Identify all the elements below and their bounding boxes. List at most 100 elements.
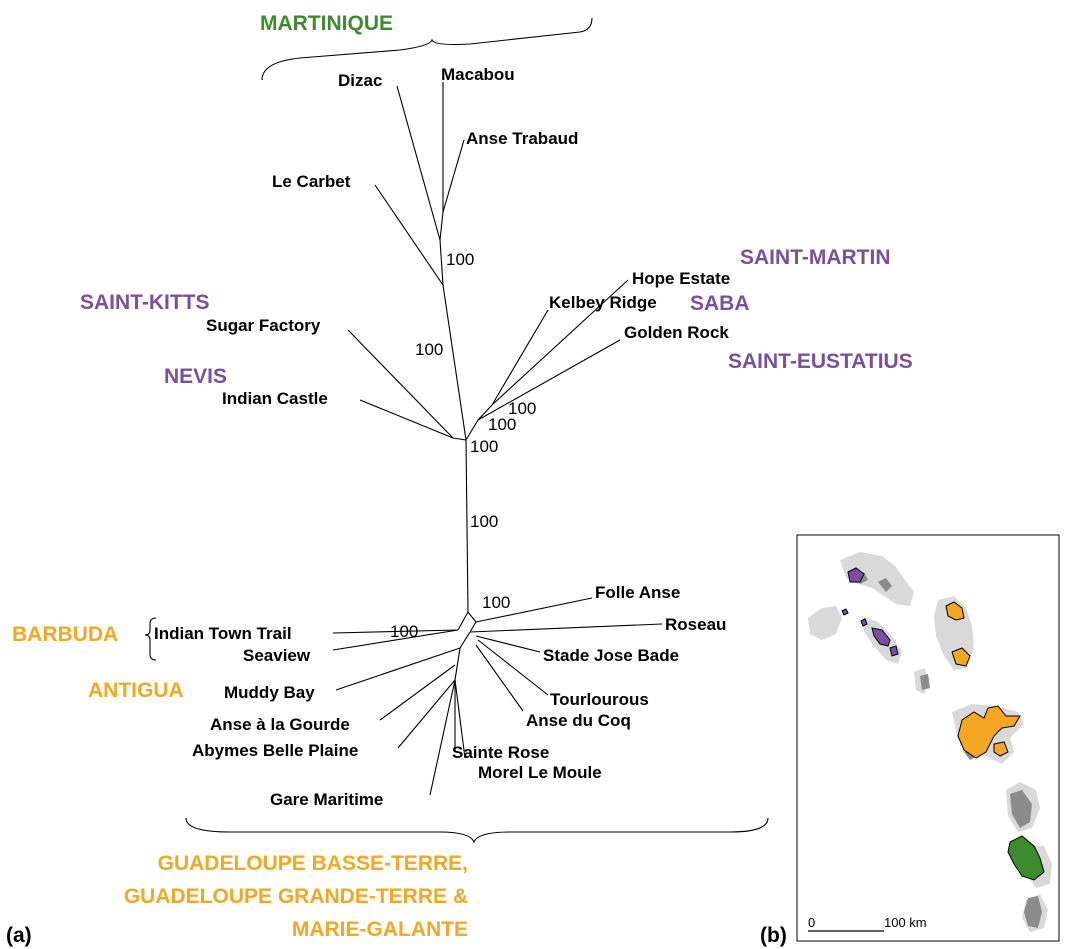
tree	[332, 82, 663, 796]
barbuda-brace	[144, 617, 157, 661]
bootstrap-main-stem: 100	[470, 512, 498, 531]
region-martinique: MARTINIQUE	[260, 12, 393, 35]
branch-indian-town-trail	[332, 629, 459, 634]
tip-indian-town-trail: Indian Town Trail	[154, 624, 292, 643]
branch-le-carbet	[374, 184, 444, 286]
branch-abymes-belle-plaine	[397, 679, 456, 749]
bootstrap-martinique: 100	[446, 250, 474, 269]
branch-guad-c	[459, 631, 471, 649]
branch-gare-maritime	[429, 679, 456, 796]
branch-muddy-bay	[335, 647, 461, 691]
branch-guad-b	[469, 621, 477, 633]
island-nevis	[889, 645, 899, 657]
region-saint-kitts: SAINT-KITTS	[80, 291, 210, 314]
branch-guad-d	[454, 647, 461, 681]
bank-saba	[808, 606, 842, 640]
branch-golden-rock	[477, 339, 621, 421]
region-saint-eustatius: SAINT-EUSTATIUS	[728, 350, 913, 373]
branch-indian-castle	[359, 399, 454, 439]
branch-macabou-stem	[439, 211, 444, 241]
branch-kitts-nevis-stem	[452, 437, 467, 441]
branch-barbuda-stem	[457, 611, 469, 631]
region-guadeloupe-line1: GUADELOUPE BASSE-TERRE,	[158, 852, 468, 875]
island-dark-anguilla	[878, 578, 892, 592]
island-guadeloupe	[957, 705, 1021, 759]
tip-morel-le-moule: Morel Le Moule	[478, 763, 602, 782]
tip-sugar-factory: Sugar Factory	[206, 316, 321, 335]
branch-kelbey-ridge	[491, 309, 549, 406]
tip-le-carbet: Le Carbet	[272, 172, 351, 191]
tip-anse-trabaud: Anse Trabaud	[466, 129, 578, 148]
tip-macabou: Macabou	[441, 65, 515, 84]
bootstrap-center: 100	[470, 437, 498, 456]
branch-martinique-inner	[439, 239, 444, 286]
region-saba: SABA	[690, 292, 750, 315]
bootstrap-barbuda: 100	[390, 622, 418, 641]
scale-label-distance: 100 km	[884, 915, 927, 930]
branch-guad-a	[467, 611, 477, 623]
scale-label-zero: 0	[808, 915, 815, 930]
martinique-brace	[261, 17, 593, 81]
branch-folle-anse	[475, 597, 593, 623]
tip-folle-anse: Folle Anse	[595, 583, 680, 602]
branch-anse-trabaud	[442, 139, 465, 213]
bank-anguilla	[840, 552, 914, 606]
tip-seaview: Seaview	[243, 646, 311, 665]
tip-anse-a-la-gourde: Anse à la Gourde	[210, 715, 350, 734]
tip-abymes-belle-plaine: Abymes Belle Plaine	[192, 741, 358, 760]
region-guadeloupe-line2: GUADELOUPE GRANDE-TERRE &	[124, 885, 468, 908]
branch-tourlourous	[477, 639, 549, 696]
branch-dizac	[396, 85, 441, 241]
island-marie-galante	[993, 741, 1009, 757]
tip-dizac: Dizac	[338, 71, 382, 90]
island-barbuda	[945, 601, 965, 621]
bootstrap-leeward-2: 100	[488, 415, 516, 434]
branch-anse-du-coq	[475, 644, 524, 712]
branch-morel-le-moule	[454, 679, 466, 759]
tip-sainte-rose: Sainte Rose	[452, 743, 549, 762]
tip-indian-castle: Indian Castle	[222, 389, 328, 408]
tip-tourlourous: Tourlourous	[550, 690, 649, 709]
panel-label-a: (a)	[6, 924, 32, 947]
tip-kelbey-ridge: Kelbey Ridge	[549, 293, 657, 312]
map-frame	[796, 534, 1060, 942]
tip-hope-estate: Hope Estate	[632, 269, 730, 288]
tip-golden-rock: Golden Rock	[624, 323, 729, 342]
tip-gare-maritime: Gare Maritime	[270, 790, 383, 809]
bootstrap-kitts-branch: 100	[415, 340, 443, 359]
island-saint-kitts	[871, 627, 891, 647]
branch-roseau	[469, 623, 663, 633]
branch-martinique-stem	[442, 284, 467, 441]
branch-stade-jose-bade	[475, 635, 541, 653]
map-panel: 0 100 km	[796, 534, 1060, 942]
region-antigua: ANTIGUA	[88, 679, 184, 702]
panel-label-b: (b)	[760, 924, 787, 947]
island-antigua	[951, 647, 971, 667]
island-martinique	[1007, 835, 1045, 881]
bootstrap-leeward-1: 100	[508, 399, 536, 418]
branch-anse-a-la-gourde	[379, 664, 456, 721]
tip-stade-jose-bade: Stade Jose Bade	[543, 646, 679, 665]
island-dark-montserrat	[920, 674, 930, 690]
island-dark-dominica	[1010, 790, 1032, 828]
island-saint-martin	[847, 567, 865, 583]
region-saint-martin: SAINT-MARTIN	[740, 246, 891, 269]
branch-main-stem	[465, 439, 469, 613]
branch-seaview	[332, 629, 459, 651]
region-guadeloupe-line3: MARIE-GALANTE	[292, 918, 468, 941]
branch-leeward-stem	[465, 419, 479, 441]
tip-muddy-bay: Muddy Bay	[224, 683, 315, 702]
tip-anse-du-coq: Anse du Coq	[526, 711, 631, 730]
branch-hope-estate	[491, 279, 629, 406]
branch-sugar-factory	[347, 329, 454, 439]
region-barbuda: BARBUDA	[12, 623, 118, 646]
island-saba	[841, 608, 849, 616]
bootstrap-guadeloupe: 100	[482, 593, 510, 612]
branch-leeward-inner	[477, 404, 493, 421]
island-dark-stlucia	[1024, 896, 1042, 928]
guadeloupe-brace	[185, 817, 769, 844]
island-saint-eustatius	[860, 618, 868, 627]
region-nevis: NEVIS	[164, 365, 227, 388]
tip-roseau: Roseau	[665, 615, 726, 634]
